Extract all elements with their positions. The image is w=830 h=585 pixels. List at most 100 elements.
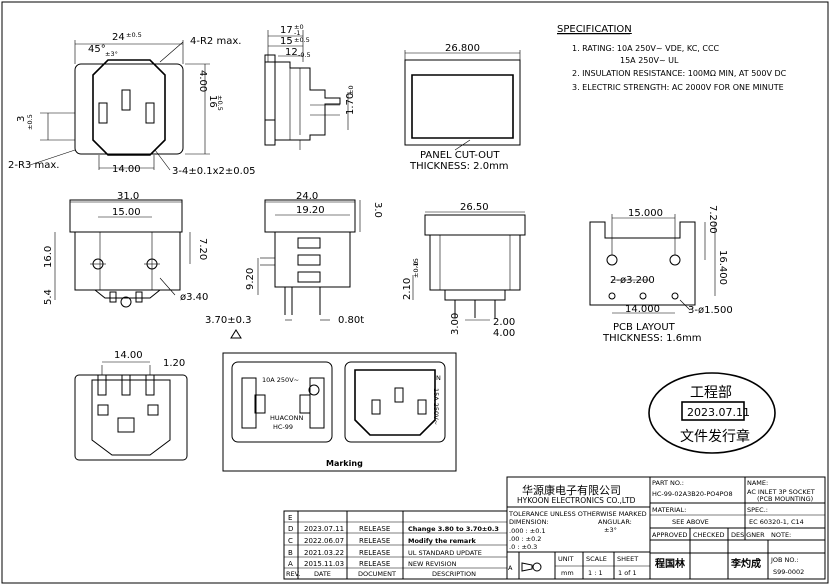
rear-view bbox=[412, 211, 526, 321]
revision-triangle-icon bbox=[230, 329, 242, 339]
rev-cell-date: 2023.07.11 bbox=[304, 525, 344, 533]
dim-3: 3 bbox=[16, 116, 27, 122]
marking-panel bbox=[222, 352, 457, 472]
spec-line-3: 2. INSULATION RESISTANCE: 100MΩ MIN, AT … bbox=[572, 69, 787, 78]
dim-15-000: 15.000 bbox=[628, 208, 663, 219]
material-label: MATERIAL: bbox=[652, 506, 686, 514]
dim-24-0: 24.0 bbox=[296, 191, 318, 202]
dim-24: 24 bbox=[112, 32, 125, 43]
panel-thickness-label: THICKNESS: 2.0mm bbox=[409, 161, 509, 172]
dim-16-tol: ±0.5 bbox=[216, 95, 224, 111]
scale-value: 1 : 1 bbox=[588, 569, 603, 577]
checked-label: CHECKED bbox=[693, 531, 724, 539]
company-name-en: HYKOON ELECTRONICS CO.,LTD bbox=[517, 496, 636, 505]
release-stamp bbox=[648, 372, 776, 454]
tolerance-title: TOLERANCE UNLESS OTHERWISE MARKED bbox=[508, 510, 647, 518]
dim-24-tol: ±0.5 bbox=[126, 31, 142, 39]
top-face-view bbox=[29, 40, 210, 171]
dim-1-70-tol: ±0 bbox=[347, 85, 355, 95]
spec-line-2: 15A 250V~ UL bbox=[620, 56, 679, 65]
sheet-label: SHEET bbox=[617, 555, 638, 563]
dim-17-tol-b: -1 bbox=[294, 29, 300, 37]
designer-signature: 李灼成 bbox=[730, 557, 761, 570]
dim-17-tol-a: ±0 bbox=[294, 23, 304, 31]
rev-cell-rev: C bbox=[288, 537, 293, 545]
dim-3-00: 3.00 bbox=[450, 313, 461, 335]
dim-2-10: 2.10 bbox=[402, 278, 413, 300]
dim-14-00: 14.00 bbox=[112, 164, 141, 175]
panel-cutout-view bbox=[404, 50, 521, 151]
angular-value: ±3° bbox=[604, 526, 617, 534]
dim-2-00: 2.00 bbox=[493, 317, 515, 328]
dim-1-20: 1.20 bbox=[163, 358, 185, 369]
dim-d3-40: ø3.40 bbox=[180, 292, 208, 303]
panel-cutout-label: PANEL CUT-OUT bbox=[420, 150, 500, 161]
marking-title: Marking bbox=[326, 459, 363, 468]
stamp-dept: 工程部 bbox=[690, 385, 732, 401]
projection-symbol-icon bbox=[532, 562, 542, 572]
rev-cell-desc: Change 3.80 to 3.70±0.3 bbox=[408, 525, 499, 533]
stamp-date: 2023.07.11 bbox=[687, 406, 750, 419]
tol-line-3: .0 : ±0.3 bbox=[509, 543, 537, 551]
rev-cell-desc: NEW REVISION bbox=[408, 560, 457, 568]
dim-16: 16 bbox=[207, 95, 218, 108]
spec-value: EC 60320-1, C14 bbox=[749, 518, 804, 526]
rev-cell-desc: Modify the remark bbox=[408, 537, 477, 545]
rev-cell-rev: B bbox=[288, 549, 293, 557]
rev-header-document: DOCUMENT bbox=[358, 570, 396, 578]
scale-label: SCALE bbox=[586, 555, 607, 563]
material-value: SEE ABOVE bbox=[672, 518, 709, 526]
stamp-text: 文件发行章 bbox=[680, 428, 750, 445]
marking-rear-rating: 15A 250V~ bbox=[432, 388, 440, 425]
side-profile-view bbox=[264, 30, 349, 150]
dim-2-d3-200: 2-ø3.200 bbox=[610, 275, 655, 286]
tol-line-2: .00 : ±0.2 bbox=[509, 535, 541, 543]
rev-header-rev: REV. bbox=[286, 570, 300, 578]
dim-14-00-b: 14.00 bbox=[114, 350, 143, 361]
angular-label: ANGULAR: bbox=[598, 518, 632, 526]
dim-4-00-rear: 4.00 bbox=[493, 328, 515, 339]
name-label: NAME: bbox=[747, 479, 768, 487]
unit-value: mm bbox=[561, 569, 574, 577]
dim-17: 17 bbox=[280, 25, 293, 36]
marking-model: HC-99 bbox=[273, 423, 293, 431]
name-line-1: AC INLET 3P SOCKET bbox=[747, 488, 815, 496]
dim-15: 15 bbox=[280, 36, 293, 47]
dim-3-0: 3.0 bbox=[372, 202, 383, 218]
dim-2-r3: 2-R3 max. bbox=[8, 160, 59, 171]
dim-5-4: 5.4 bbox=[43, 289, 54, 305]
dim-12-tol: -0.5 bbox=[298, 51, 311, 59]
rev-cell-rev: A bbox=[288, 560, 293, 568]
dim-12: 12 bbox=[285, 47, 298, 58]
marking-rear-letter: N bbox=[436, 374, 441, 382]
tol-line-1: .000 : ±0.1 bbox=[509, 527, 546, 535]
dimension-label: DIMENSION: bbox=[509, 518, 549, 526]
side-view bbox=[257, 199, 361, 321]
rev-header-date: DATE bbox=[314, 570, 331, 578]
part-no-label: PART NO.: bbox=[652, 479, 684, 487]
rev-cell-rev: E bbox=[288, 514, 292, 522]
sheet-size: A bbox=[508, 564, 513, 572]
rev-cell-date: 2015.11.03 bbox=[304, 560, 344, 568]
company-name-cn: 华源康电子有限公司 bbox=[522, 483, 621, 497]
marking-brand: HUACONN bbox=[270, 414, 303, 422]
dim-3-4: 3-4±0.1x2±0.05 bbox=[172, 166, 256, 177]
approved-label: APPROVED bbox=[652, 531, 687, 539]
revision-rows: ED 2023.07.11 RELEASE Change 3.80 to 3.70±0… bbox=[288, 514, 499, 568]
spec-line-4: 3. ELECTRIC STRENGTH: AC 2000V FOR ONE M… bbox=[572, 83, 784, 92]
dim-45deg-tol: ±3° bbox=[105, 50, 118, 58]
dim-19-20: 19.20 bbox=[296, 205, 325, 216]
pcb-thickness-label: THICKNESS: 1.6mm bbox=[602, 333, 702, 344]
dim-2-10-tol-b: -0 bbox=[412, 262, 420, 268]
rev-cell-doc: RELEASE bbox=[359, 525, 390, 533]
revision-table bbox=[283, 510, 508, 580]
spec-label: SPEC.: bbox=[747, 506, 768, 514]
part-no-value: HC-99-02A3B20-PO4PO8 bbox=[652, 490, 733, 498]
rev-cell-rev: D bbox=[288, 525, 293, 533]
marking-rating: 10A 250V~ bbox=[262, 376, 299, 384]
approver-signature: 程国林 bbox=[655, 557, 686, 570]
spec-line-1: 1. RATING: 10A 250V~ VDE, KC, CCC bbox=[572, 44, 720, 53]
